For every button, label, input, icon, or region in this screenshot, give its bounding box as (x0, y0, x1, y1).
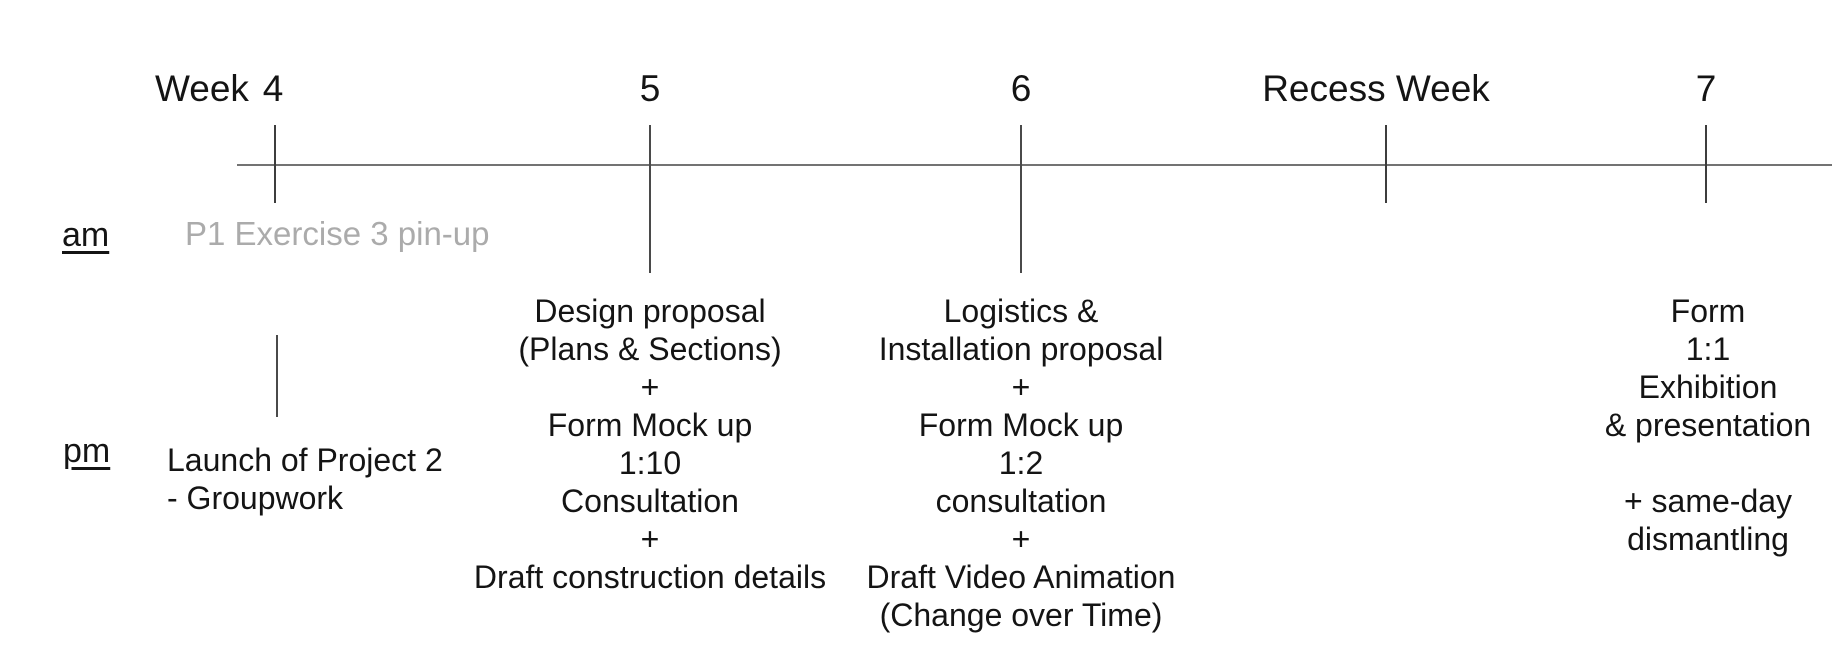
week6-event-block: Logistics & Installation proposal + Form… (796, 292, 1246, 634)
pm-row-label: pm (63, 432, 111, 470)
event-line: Exhibition (1638, 369, 1778, 405)
event-line: Launch of Project 2 (167, 442, 443, 478)
event-line: dismantling (1627, 521, 1789, 557)
timeline-axis-line (237, 164, 1832, 166)
event-line: - Groupwork (167, 480, 344, 516)
week6-number-label: 6 (1010, 68, 1032, 109)
week4-am-event: P1 Exercise 3 pin-up (185, 215, 490, 252)
event-line: consultation (935, 483, 1107, 519)
week5-event-block: Design proposal (Plans & Sections) + For… (450, 292, 850, 596)
week7-event-block: Form 1:1 Exhibition & presentation + sam… (1533, 292, 1832, 558)
week5-number-label: 5 (639, 68, 661, 109)
event-line: Design proposal (534, 293, 766, 329)
event-line: + (640, 369, 660, 405)
week7-tick (1705, 125, 1707, 203)
week6-tick (1020, 125, 1022, 273)
event-line: 1:2 (998, 445, 1044, 481)
event-line: + (640, 521, 660, 557)
event-line: Installation proposal (878, 331, 1164, 367)
event-line: Logistics & (943, 293, 1099, 329)
event-line: Form Mock up (918, 407, 1124, 443)
event-line: 1:10 (618, 445, 682, 481)
event-line: 1:1 (1685, 331, 1731, 367)
event-line: + (1011, 369, 1031, 405)
week7-number-label: 7 (1695, 68, 1717, 109)
week4-number-label: 4 (262, 68, 284, 109)
week4-pm-event-block: Launch of Project 2 - Groupwork (167, 441, 587, 517)
event-line: Consultation (561, 483, 739, 519)
event-line: Form (1670, 293, 1746, 329)
event-line: (Change over Time) (879, 597, 1163, 633)
recess-week-label: Recess Week (1262, 68, 1490, 109)
recess-week-tick (1385, 125, 1387, 203)
event-line: + (1011, 521, 1031, 557)
event-line: Draft Video Animation (866, 559, 1176, 595)
week4-tick (274, 125, 276, 203)
event-line: Draft construction details (473, 559, 827, 595)
event-line: & presentation (1604, 407, 1812, 443)
event-line: Form Mock up (547, 407, 753, 443)
week5-tick (649, 125, 651, 273)
event-line: (Plans & Sections) (518, 331, 782, 367)
event-line: + same-day (1623, 483, 1793, 519)
week4-pm-connector-line (276, 335, 278, 417)
week-header-label: Week (155, 68, 249, 109)
am-row-label: am (62, 216, 110, 254)
